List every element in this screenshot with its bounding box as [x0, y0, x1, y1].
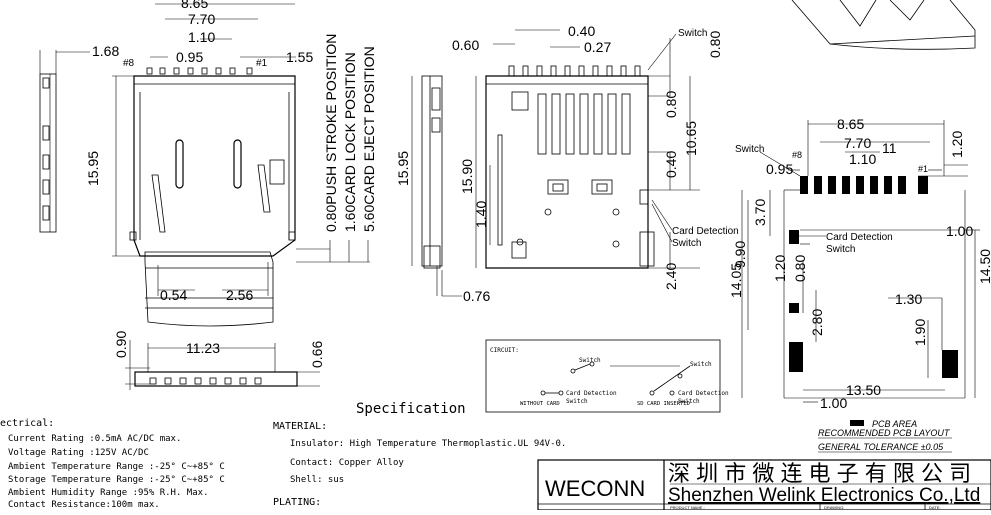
circuit-cd-a2: Switch — [566, 398, 588, 405]
dim-15-95: 15.95 — [85, 151, 101, 186]
right-dim-0-80b: 0.80 — [663, 91, 679, 118]
circuit-box — [485, 339, 721, 413]
pcb-card-detection: Card Detection — [826, 232, 893, 243]
pcb-dim-11: 11 — [882, 140, 897, 156]
electrical-heading: ectrical: — [0, 418, 55, 429]
dim-2-56: 2.56 — [226, 287, 253, 303]
pcb-dim-7-70: 7.70 — [844, 135, 871, 151]
pcb-area-legend: PCB AREA — [872, 419, 917, 429]
pin-8-label: #8 — [123, 58, 135, 69]
material-contact: Contact: Copper Alloy — [290, 458, 404, 468]
isometric-fragment — [791, 0, 976, 50]
circuit-switch-a: Switch — [579, 357, 601, 364]
pcb-dim-14-05: 14.05 — [728, 263, 744, 298]
switch-top-label: Switch — [678, 28, 707, 39]
right-dim-1-40: 1.40 — [473, 201, 489, 228]
company-english-name: Shenzhen Welink Electronics Co.,Ltd — [668, 485, 980, 506]
field-date: DATE: — [929, 505, 940, 510]
material-insulator: Insulator: High Temperature Thermoplasti… — [290, 439, 567, 449]
pcb-dim-8-65: 8.65 — [837, 116, 864, 132]
middle-side-view — [411, 75, 462, 297]
push-stroke-label: 0.80PUSH STROKE POSITION — [323, 34, 339, 232]
pcb-dim-13-50: 13.50 — [846, 382, 881, 398]
dim-0-95: 0.95 — [176, 49, 203, 65]
pcb-dim-0-80: 0.80 — [792, 255, 808, 282]
dim-11-23: 11.23 — [186, 340, 220, 356]
switch-mid-label: Switch — [672, 238, 701, 249]
right-dim-0-60: 0.60 — [452, 37, 479, 53]
circuit-title: CIRCUIT: — [490, 347, 519, 354]
circuit-inserted: SD CARD INSERTED — [637, 401, 690, 407]
right-dim-2-40: 2.40 — [663, 263, 679, 290]
pcb-dim-1-20: 1.20 — [949, 131, 965, 158]
right-dim-0-40: 0.40 — [568, 23, 595, 39]
pcb-dim-1-10: 1.10 — [849, 151, 876, 167]
specification-title: Specification — [356, 401, 466, 417]
pcb-dim-1-20b: 1.20 — [772, 255, 788, 282]
material-heading: MATERIAL: — [273, 421, 328, 432]
pcb-layout — [741, 120, 980, 453]
dim-0-66: 0.66 — [309, 341, 325, 368]
electrical-line-2: Voltage Rating :125V AC/DC — [8, 448, 149, 458]
card-lock-label: 1.60CARD LOCK POSITION — [342, 52, 358, 232]
contact-view — [475, 29, 700, 269]
plating-heading: PLATING: — [273, 497, 322, 508]
dim-1-10: 1.10 — [188, 29, 215, 45]
dim-0-90: 0.90 — [113, 331, 129, 358]
left-side-view — [39, 50, 90, 233]
pcb-dim-1-00b: 1.00 — [820, 395, 847, 411]
front-view — [125, 340, 320, 390]
recommended-pcb-layout: RECOMMENDED PCB LAYOUT — [818, 428, 951, 438]
dim-8-65: 8.65 — [181, 0, 208, 11]
electrical-line-3: Ambient Temperature Range :-25° C~+85° C — [8, 462, 225, 472]
circuit-without-card: WITHOUT CARD — [520, 401, 560, 407]
side-dim-0-76: 0.76 — [463, 288, 490, 304]
card-detection-label: Card Detection — [672, 226, 739, 237]
pcb-dim-1-90: 1.90 — [912, 319, 928, 346]
side-dim-15-95: 15.95 — [395, 151, 411, 186]
electrical-line-1: Current Rating :0.5mA AC/DC max. — [8, 434, 182, 444]
circuit-cd-a: Card Detection — [566, 390, 617, 397]
dim-0-54: 0.54 — [160, 287, 187, 303]
dim-1-55: 1.55 — [286, 49, 313, 65]
main-top-view — [112, 3, 370, 327]
pcb-dim-1-30: 1.30 — [895, 291, 922, 307]
electrical-line-5: Ambient Humidity Range :95% R.H. Max. — [8, 488, 209, 498]
circuit-cd-b2: Switch — [678, 398, 700, 405]
company-chinese-name: 深 圳 市 微 连 电 子 有 限 公 司 — [668, 461, 971, 486]
right-dim-0-80a: 0.80 — [707, 31, 723, 58]
right-dim-15-90: 15.90 — [459, 159, 475, 194]
field-product-name: PRODUCT NAME : — [670, 505, 705, 510]
card-eject-label: 5.60CARD EJECT POSITION — [361, 46, 377, 232]
pcb-pin-1: #1 — [918, 164, 928, 174]
circuit-cd-b: Card Detection — [678, 390, 729, 397]
material-shell: Shell: sus — [290, 475, 345, 485]
field-drawing: DRAWING: — [824, 505, 844, 510]
pin-1-label: #1 — [256, 58, 268, 69]
dim-1-68: 1.68 — [92, 43, 119, 59]
pcb-dim-14-50: 14.50 — [977, 249, 991, 284]
dim-7-70: 7.70 — [188, 11, 215, 27]
right-dim-10-65: 10.65 — [683, 121, 699, 156]
electrical-line-4: Storage Temperature Range :-25° C~+85° C — [8, 475, 225, 485]
general-tolerance: GENERAL TOLERANCE ±0.05 — [818, 442, 944, 452]
pcb-dim-3-70: 3.70 — [752, 199, 768, 226]
circuit-switch-b: Switch — [690, 361, 712, 368]
pcb-dim-1-00a: 1.00 — [946, 223, 973, 239]
brand-weconn: WECONN — [545, 476, 645, 501]
right-dim-0-40b: 0.40 — [663, 151, 679, 178]
pcb-dim-0-95: 0.95 — [766, 161, 793, 177]
pcb-dim-9-90: 9.90 — [732, 241, 748, 268]
electrical-line-6: Contact Resistance:100m max. — [8, 500, 160, 510]
pcb-switch-label: Switch — [735, 144, 764, 155]
pcb-pin-8: #8 — [792, 150, 802, 160]
pcb-switch-mid: Switch — [826, 244, 855, 255]
right-dim-0-27: 0.27 — [584, 39, 611, 55]
pcb-dim-2-80: 2.80 — [809, 309, 825, 336]
